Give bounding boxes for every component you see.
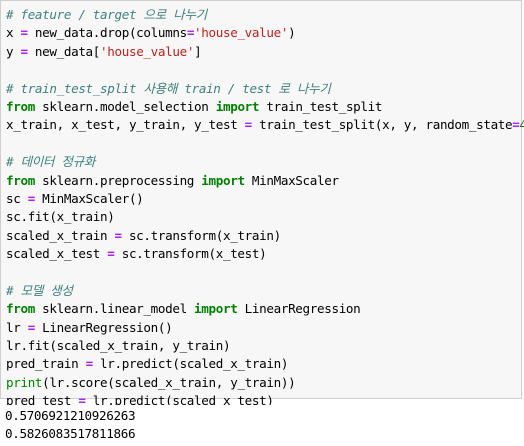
- code-line: from sklearn.linear_model import LinearR…: [6, 300, 524, 318]
- code-operator: =: [20, 25, 28, 41]
- code-operator: =: [512, 117, 520, 133]
- code-line: pred_test = lr.predict(scaled_x_test): [6, 392, 524, 410]
- code-text: sc.fit(x_train): [6, 209, 115, 225]
- code-operator: =: [78, 393, 86, 409]
- code-line: # 데이터 정규화: [6, 153, 524, 171]
- code-text: pred_test: [6, 393, 79, 409]
- code-operator: =: [85, 356, 94, 372]
- code-line: x_train, x_test, y_train, y_test = train…: [6, 116, 524, 134]
- code-text: x_train, x_test, y_train, y_test: [6, 117, 245, 133]
- code-comment: # 모델 생성: [6, 282, 73, 298]
- output-text: 0.5706921210926263 0.5826083517811866: [5, 407, 136, 444]
- output-area: 0.5706921210926263 0.5826083517811866: [0, 405, 522, 446]
- code-cell[interactable]: # feature / target 으로 나누기 x = new_data.dr…: [0, 0, 524, 427]
- code-text: pred_train: [6, 356, 86, 372]
- code-line: from sklearn.model_selection import trai…: [6, 98, 524, 116]
- code-text: y: [6, 43, 21, 59]
- code-text: LinearRegression(): [34, 319, 173, 335]
- code-keyword: from: [6, 172, 35, 188]
- code-operator: =: [244, 117, 253, 133]
- code-editor[interactable]: # feature / target 으로 나누기 x = new_data.dr…: [6, 6, 524, 429]
- code-text: lr: [6, 319, 28, 335]
- code-operator: =: [114, 227, 122, 243]
- output-line: 0.5706921210926263: [5, 408, 136, 423]
- code-line: pred_train = lr.predict(scaled_x_train): [6, 355, 524, 373]
- output-line: 0.5826083517811866: [5, 426, 136, 442]
- code-line: [6, 135, 524, 153]
- code-line: [6, 263, 524, 281]
- code-text: sklearn.preprocessing: [34, 172, 202, 188]
- code-keyword: from: [6, 98, 35, 114]
- code-text: lr.predict(scaled_x_train): [92, 356, 289, 372]
- code-keyword: import: [215, 98, 260, 114]
- code-comment: # 데이터 정규화: [6, 154, 96, 170]
- code-text: x: [6, 25, 21, 41]
- code-line: sc = MinMaxScaler(): [6, 190, 524, 208]
- code-string: 'house_value': [194, 25, 289, 41]
- code-line: print(lr.score(scaled_x_train, y_train)): [6, 374, 524, 392]
- code-text: scaled_x_train: [6, 227, 115, 243]
- code-string: 'house_value': [100, 43, 195, 59]
- code-line: [6, 61, 524, 79]
- code-keyword: import: [201, 172, 245, 188]
- code-text: LinearRegression: [237, 301, 361, 317]
- code-text: ]: [194, 43, 202, 59]
- code-text: (lr.score(scaled_x_train, y_train)): [42, 374, 296, 390]
- code-line: scaled_x_train = sc.transform(x_train): [6, 227, 524, 245]
- code-operator: =: [107, 246, 115, 262]
- code-text: ): [288, 25, 296, 41]
- code-text: new_data.drop(columns: [27, 25, 187, 41]
- code-line: lr.fit(scaled_x_train, y_train): [6, 337, 524, 355]
- code-text: MinMaxScaler: [244, 172, 339, 188]
- code-keyword: from: [6, 301, 35, 317]
- code-text: sklearn.model_selection: [34, 98, 216, 114]
- code-text: MinMaxScaler(): [34, 190, 144, 206]
- code-text: scaled_x_test: [6, 246, 108, 262]
- code-number: 42: [519, 117, 524, 133]
- code-text: lr.fit(scaled_x_train, y_train): [6, 338, 231, 354]
- code-text: sc.transform(x_test): [114, 246, 267, 262]
- code-text: sklearn.linear_model: [34, 301, 195, 317]
- code-builtin: print: [6, 374, 43, 390]
- code-line: y = new_data['house_value']: [6, 43, 524, 61]
- code-line: scaled_x_test = sc.transform(x_test): [6, 245, 524, 263]
- code-line: x = new_data.drop(columns='house_value'): [6, 24, 524, 42]
- code-comment: # feature / target 으로 나누기: [6, 7, 207, 22]
- code-operator: =: [20, 43, 28, 59]
- code-line: # train_test_split 사용해 train / test 로 나누…: [6, 80, 524, 98]
- code-text: lr.predict(scaled_x_test): [85, 393, 274, 409]
- code-line: sc.fit(x_train): [6, 208, 524, 226]
- code-line: # 모델 생성: [6, 282, 524, 300]
- code-line: lr = LinearRegression(): [6, 319, 524, 337]
- code-text: train_test_split: [259, 98, 383, 114]
- code-comment: # train_test_split 사용해 train / test 로 나누…: [6, 80, 331, 96]
- code-keyword: import: [194, 301, 238, 317]
- code-text: sc.transform(x_train): [121, 227, 281, 243]
- code-line: # feature / target 으로 나누기: [6, 6, 524, 24]
- code-text: train_test_split(x, y, random_state: [251, 117, 513, 133]
- code-operator: =: [27, 190, 36, 206]
- code-operator: =: [186, 25, 195, 41]
- code-text: sc: [6, 190, 28, 206]
- code-text: new_data[: [27, 43, 101, 59]
- code-line: from sklearn.preprocessing import MinMax…: [6, 172, 524, 190]
- code-operator: =: [27, 319, 36, 335]
